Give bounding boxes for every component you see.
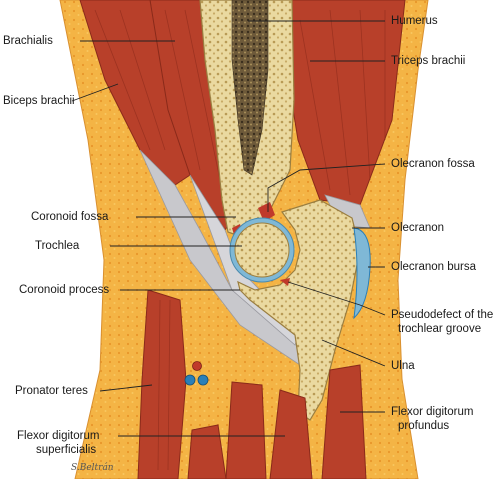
label-trochlea: Trochlea [35,240,80,252]
artist-signature: S.Beltrán [71,463,114,473]
biceps-brachii-muscle [79,0,191,186]
vein-vessel-1 [184,374,196,386]
label-flexor-digitorum-profundus-line1: Flexor digitorum [391,406,474,418]
olecranon-bursa [353,227,371,320]
label-triceps-brachii: Triceps brachii [391,55,466,67]
vein-vessel-2 [197,374,209,386]
label-brachialis: Brachialis [3,35,53,47]
label-olecranon: Olecranon [391,222,445,234]
label-humerus: Humerus [391,15,438,27]
artery-vessel [192,361,202,371]
trochlea-bone [234,222,290,278]
olecranon-fossa-fat-pad [258,202,275,222]
pronator-teres-muscle [137,289,187,479]
flexor-digitorum-superficialis-muscle-1 [187,424,227,479]
label-olecranon-fossa: Olecranon fossa [391,158,475,170]
leader-lines [71,20,386,437]
humerus-marrow [231,0,269,176]
label-pseudodefect-line2: trochlear groove [398,323,482,335]
label-flexor-digitorum-superficialis-line1: Flexor digitorum [17,430,100,442]
flexor-digitorum-profundus-muscle [321,364,367,479]
label-pseudodefect-line1: Pseudodefect of the [391,309,494,321]
flexor-digitorum-superficialis-muscle-3 [269,389,313,479]
label-biceps-brachii: Biceps brachii [3,95,75,107]
label-coronoid-fossa: Coronoid fossa [31,211,109,223]
label-flexor-digitorum-profundus-line2: profundus [398,420,450,432]
pseudodefect-notch [280,278,290,286]
label-ulna: Ulna [391,360,415,372]
label-pronator-teres: Pronator teres [15,385,88,397]
flexor-digitorum-superficialis-muscle-2 [225,381,267,479]
label-olecranon-bursa: Olecranon bursa [391,261,477,273]
label-coronoid-process: Coronoid process [19,284,110,296]
label-flexor-digitorum-superficialis-line2: superficialis [36,444,97,456]
